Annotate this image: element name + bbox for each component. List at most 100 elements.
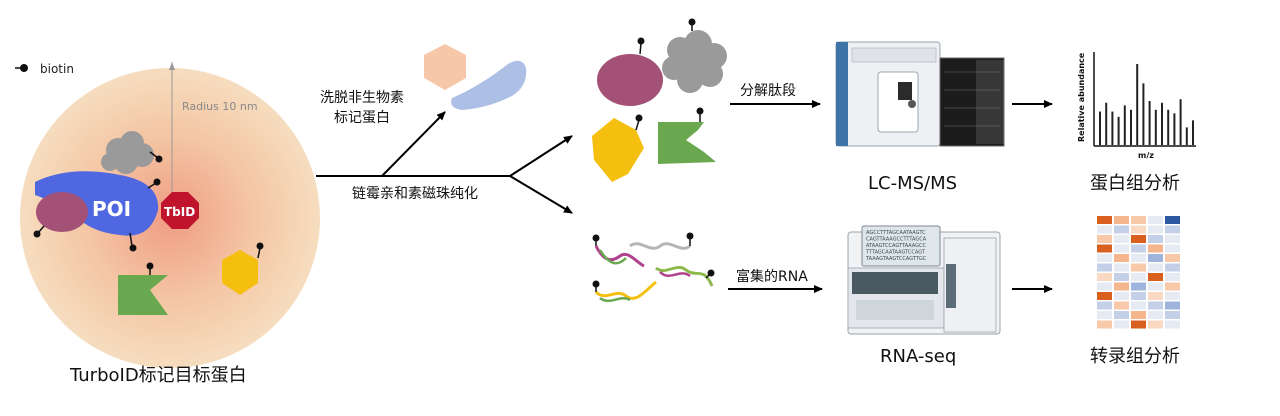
ms-label: LC-MS/MS bbox=[868, 173, 957, 194]
green-protein bbox=[118, 262, 168, 315]
biotin-legend-label: biotin bbox=[40, 62, 74, 76]
heatmap-cell bbox=[1114, 235, 1129, 243]
sequencer-screen-line: CAGTTAAAGCCTTTAGCA bbox=[866, 237, 927, 243]
heatmap-cell bbox=[1097, 235, 1112, 243]
elute-label-line2: 标记蛋白 bbox=[334, 110, 390, 126]
proteomics-label: 蛋白组分析 bbox=[1090, 173, 1180, 194]
lc-ms-instrument: LC-MS/MS bbox=[835, 41, 1005, 194]
heatmap-cell bbox=[1097, 263, 1112, 272]
purified-purple-protein bbox=[597, 37, 663, 106]
radius-label: Radius 10 nm bbox=[182, 100, 258, 113]
sequencer-screen-line: AGCCTTTAGCAATAAGTC bbox=[866, 230, 926, 236]
rna-strand-yellow bbox=[592, 280, 657, 303]
purified-yellow-protein bbox=[592, 114, 644, 182]
sequencer-screen bbox=[861, 225, 941, 267]
heatmap-cell bbox=[1165, 263, 1180, 272]
heatmap-cell bbox=[1131, 244, 1146, 253]
cell-caption: TurboID标记目标蛋白 bbox=[69, 365, 247, 386]
rna-seq-instrument: AGCCTTTAGCAATAAGTCCAGTTAAAGCCTTTAGCAATAA… bbox=[847, 225, 1001, 367]
heatmap-cell bbox=[1114, 254, 1129, 262]
heatmap-cell bbox=[1114, 216, 1129, 224]
heatmap-cell bbox=[1148, 273, 1163, 281]
mass-spectrum: Relative abundance m/z 蛋白组分析 bbox=[1077, 52, 1196, 194]
heatmap-cell bbox=[1148, 263, 1163, 272]
heatmap-cell bbox=[1097, 311, 1112, 319]
heatmap-cell bbox=[1131, 282, 1146, 291]
heatmap-cell bbox=[1131, 216, 1146, 224]
heatmap-cell bbox=[1165, 235, 1180, 243]
heatmap-cell bbox=[1114, 320, 1129, 329]
heatmap-cell bbox=[1131, 273, 1146, 281]
heatmap-cell bbox=[1165, 301, 1180, 310]
heatmap-cell bbox=[1097, 320, 1112, 329]
heatmap-cell bbox=[1148, 254, 1163, 262]
poi-label: POI bbox=[92, 197, 131, 221]
heatmap-cell bbox=[1097, 244, 1112, 253]
heatmap-cell bbox=[1165, 225, 1180, 234]
digest-label: 分解肽段 bbox=[740, 83, 796, 99]
tbid-label: TbID bbox=[164, 205, 195, 219]
sequencer-screen-line: TTTAGCAATAAGTCCAGT bbox=[865, 250, 926, 256]
seq-label: RNA-seq bbox=[880, 346, 956, 367]
heatmap-cell bbox=[1114, 311, 1129, 319]
heatmap-cell bbox=[1165, 273, 1180, 281]
heatmap-cell bbox=[1165, 254, 1180, 262]
eluted-peach-hexagon bbox=[424, 44, 466, 90]
heatmap-cell bbox=[1148, 301, 1163, 310]
yellow-protein bbox=[222, 242, 264, 295]
rna-strand-green bbox=[655, 265, 715, 287]
transcript-heatmap: 转录组分析 bbox=[1090, 216, 1180, 367]
transcriptomics-label: 转录组分析 bbox=[1090, 346, 1180, 367]
sequencer-screen-line: ATAAGTCCAGTTAAAGCC bbox=[866, 243, 927, 249]
heatmap-cell bbox=[1148, 282, 1163, 291]
heatmap-cell bbox=[1131, 301, 1146, 310]
heatmap-cell bbox=[1097, 273, 1112, 281]
enrich-label: 富集的RNA bbox=[736, 268, 808, 285]
purified-green-protein bbox=[658, 107, 716, 164]
rna-strand-gray bbox=[629, 232, 694, 250]
heatmap-cell bbox=[1114, 301, 1129, 310]
heatmap-cell bbox=[1165, 292, 1180, 300]
cell-panel: Radius 10 nm POI bbox=[20, 62, 320, 386]
elute-arrow bbox=[381, 111, 446, 177]
tbid-enzyme: TbID bbox=[161, 192, 199, 229]
gray-protein bbox=[101, 131, 163, 174]
spectrum-x-label: m/z bbox=[1138, 151, 1154, 160]
heatmap-cell bbox=[1114, 244, 1129, 253]
purification-step: 洗脱非生物素 标记蛋白 链霉亲和素磁珠纯化 bbox=[316, 44, 573, 214]
heatmap-cell bbox=[1165, 244, 1180, 253]
purple-protein bbox=[33, 192, 88, 238]
branch-down-arrow bbox=[509, 175, 573, 214]
heatmap-cell bbox=[1131, 254, 1146, 262]
heatmap-cell bbox=[1148, 244, 1163, 253]
purified-gray-protein bbox=[662, 18, 727, 93]
heatmap-cell bbox=[1097, 292, 1112, 300]
heatmap-cell bbox=[1148, 235, 1163, 243]
heatmap-cell bbox=[1131, 320, 1146, 329]
heatmap-cell bbox=[1148, 216, 1163, 224]
heatmap-cell bbox=[1165, 282, 1180, 291]
heatmap-cell bbox=[1097, 282, 1112, 291]
enriched-rna bbox=[592, 232, 715, 303]
purified-proteins bbox=[592, 18, 727, 182]
heatmap-cell bbox=[1131, 311, 1146, 319]
heatmap-cell bbox=[1114, 282, 1129, 291]
heatmap-cell bbox=[1148, 311, 1163, 319]
heatmap-cell bbox=[1131, 263, 1146, 272]
heatmap-cell bbox=[1097, 216, 1112, 224]
heatmap-cell bbox=[1114, 263, 1129, 272]
sequencer-screen-line: TAAAGTAAGTCCAGTTGC bbox=[865, 256, 927, 262]
heatmap-cell bbox=[1148, 320, 1163, 329]
biotin-legend: biotin bbox=[15, 62, 74, 76]
heatmap-cell bbox=[1114, 292, 1129, 300]
heatmap-cell bbox=[1165, 320, 1180, 329]
elute-label-line1: 洗脱非生物素 bbox=[320, 90, 404, 106]
heatmap-cell bbox=[1165, 311, 1180, 319]
spectrum-y-label: Relative abundance bbox=[1077, 52, 1086, 142]
heatmap-cell bbox=[1131, 225, 1146, 234]
heatmap-cell bbox=[1114, 225, 1129, 234]
heatmap-cell bbox=[1114, 273, 1129, 281]
rna-strand-magenta bbox=[592, 234, 645, 268]
heatmap-cell bbox=[1165, 216, 1180, 224]
